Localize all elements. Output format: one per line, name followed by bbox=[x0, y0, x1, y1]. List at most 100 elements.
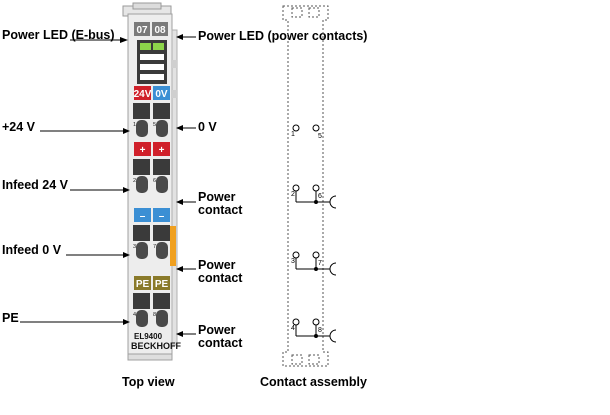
led-number-plate bbox=[152, 22, 168, 36]
pin-number: 4 bbox=[291, 325, 295, 332]
terminal-rib-notch bbox=[172, 90, 177, 98]
tag-minus-label: – bbox=[159, 211, 165, 222]
power-contact-spring bbox=[329, 262, 337, 276]
contact-pin bbox=[312, 251, 320, 259]
terminal-side-rib bbox=[171, 29, 178, 346]
tag-pe-right bbox=[153, 276, 170, 290]
caption-top-view: Top view bbox=[122, 375, 175, 389]
slot-number: 5 bbox=[153, 122, 156, 128]
assembly-latch-bottom-left bbox=[291, 354, 303, 365]
caption-contact-assembly: Contact assembly bbox=[260, 375, 367, 389]
tag-plus-right bbox=[153, 142, 170, 156]
tag-pe-label: PE bbox=[155, 279, 169, 290]
clamp-release bbox=[133, 159, 150, 175]
junction-dot bbox=[314, 267, 318, 271]
tag-minus-label: – bbox=[140, 211, 146, 222]
right-arrowheads bbox=[176, 34, 183, 337]
label-power-contact-3-line1: Power bbox=[198, 323, 236, 337]
brand-name: BECKHOFF bbox=[131, 341, 181, 351]
pin-number: 3 bbox=[291, 258, 295, 265]
model-number: EL9400 bbox=[134, 332, 163, 341]
contact-pin bbox=[312, 124, 320, 132]
clamp-release bbox=[153, 225, 170, 241]
arrowhead bbox=[176, 266, 183, 272]
contact-pin bbox=[312, 318, 320, 326]
pin-number: 8 bbox=[318, 327, 322, 334]
assembly-housing-outline bbox=[282, 5, 329, 367]
terminal-rib-notch bbox=[172, 60, 177, 68]
contact-pin bbox=[292, 124, 300, 132]
arrowhead bbox=[123, 319, 130, 325]
clamp-opening bbox=[136, 310, 148, 327]
arrowhead bbox=[176, 125, 183, 131]
label-power-contact-2-line1: Power bbox=[198, 258, 236, 272]
pin-number: 6 bbox=[318, 193, 322, 200]
tag-0v-label: 0V bbox=[155, 89, 168, 100]
label-power-contact-1-line2: contact bbox=[198, 203, 243, 217]
led-slot bbox=[140, 54, 164, 60]
arrowhead bbox=[123, 187, 130, 193]
arrowhead bbox=[123, 128, 130, 134]
label-power-contact-3-line2: contact bbox=[198, 336, 243, 350]
power-led-ebus-light bbox=[140, 43, 151, 50]
tag-24v bbox=[134, 86, 151, 100]
power-contact-spring bbox=[329, 195, 337, 209]
tag-pe-left bbox=[134, 276, 151, 290]
clamp-opening bbox=[136, 176, 148, 193]
contact-assembly-outline bbox=[282, 5, 329, 367]
tag-plus-label: + bbox=[140, 145, 146, 156]
terminal-latch-tab bbox=[132, 2, 162, 10]
junction-dot bbox=[314, 334, 318, 338]
clamp-release bbox=[153, 103, 170, 119]
right-leaders bbox=[182, 36, 196, 335]
clamp-opening bbox=[136, 120, 148, 137]
slot-number: 6 bbox=[153, 178, 156, 184]
pin-number: 5 bbox=[318, 133, 322, 140]
assembly-latch-left bbox=[291, 7, 303, 18]
tag-pe-label: PE bbox=[136, 279, 150, 290]
left-arrowheads bbox=[120, 37, 130, 325]
tag-plus-label: + bbox=[159, 145, 165, 156]
contact-circles bbox=[292, 124, 320, 326]
terminal-top-view: 07 08 24V 0V 1 5 + + 2 6 bbox=[122, 2, 181, 361]
led-slot bbox=[140, 64, 164, 70]
pin-number: 7 bbox=[318, 260, 322, 267]
led-number-plate bbox=[134, 22, 150, 36]
led-number-07: 07 bbox=[136, 25, 148, 36]
label-0v: 0 V bbox=[198, 120, 217, 134]
slot-number: 3 bbox=[133, 244, 136, 250]
arrowhead bbox=[176, 199, 183, 205]
clamp-release bbox=[153, 159, 170, 175]
clamp-opening bbox=[136, 242, 148, 259]
pin-number: 2 bbox=[291, 191, 295, 198]
label-power-contact-2-line2: contact bbox=[198, 271, 243, 285]
terminal-latch-bottom bbox=[127, 353, 173, 361]
clamp-opening bbox=[156, 310, 168, 327]
arrowhead bbox=[176, 331, 183, 337]
left-leaders bbox=[20, 39, 124, 323]
clamp-opening bbox=[156, 176, 168, 193]
slot-number: 2 bbox=[133, 178, 136, 184]
pin-number: 1 bbox=[291, 131, 295, 138]
clamp-opening bbox=[156, 120, 168, 137]
clamp-release bbox=[153, 293, 170, 309]
clamp-release bbox=[133, 293, 150, 309]
led-slot bbox=[140, 74, 164, 80]
power-led-contacts-light bbox=[153, 43, 164, 50]
clamp-release bbox=[133, 103, 150, 119]
power-contact-spring bbox=[329, 329, 337, 343]
junction-dots bbox=[314, 200, 318, 338]
arrowhead bbox=[123, 252, 130, 258]
assembly-latch-right bbox=[308, 7, 320, 18]
tag-0v bbox=[153, 86, 170, 100]
slot-number: 4 bbox=[133, 312, 136, 318]
junction-dot bbox=[314, 200, 318, 204]
arrowhead bbox=[120, 37, 128, 43]
label-pe: PE bbox=[2, 311, 19, 325]
tag-plus-left bbox=[134, 142, 151, 156]
arrowhead bbox=[176, 34, 183, 40]
tag-minus-left bbox=[134, 208, 151, 222]
tag-minus-right bbox=[153, 208, 170, 222]
